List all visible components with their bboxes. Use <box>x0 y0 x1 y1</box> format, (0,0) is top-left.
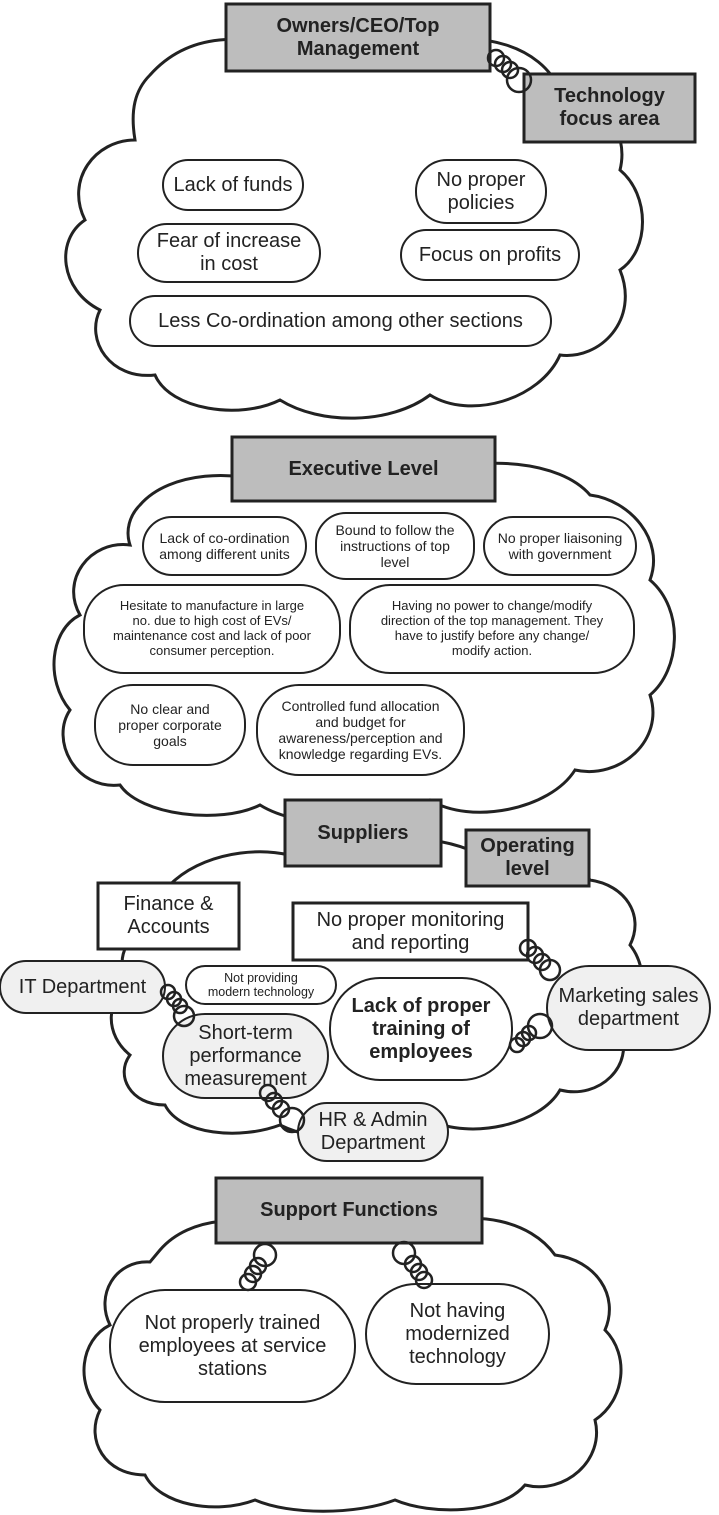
pill-exec-no-power <box>349 584 635 674</box>
chain-link-top <box>486 48 533 94</box>
chain-link-hr <box>258 1083 306 1134</box>
suppliers-header-box <box>283 798 443 868</box>
modern-technology-label: Not providing modern technology <box>207 970 315 999</box>
it-department-label: IT Department <box>18 975 147 998</box>
pill-lack-of-training <box>329 977 513 1081</box>
top-item-less-coordination: Less Co-ordination among other sections <box>158 309 523 332</box>
pill-short-term <box>162 1013 329 1099</box>
pill-modern-technology <box>185 965 337 1005</box>
pill-focus-on-profits <box>400 229 580 281</box>
pill-less-coordination <box>129 295 552 347</box>
pill-hr-admin <box>297 1102 449 1162</box>
exec-item-liaisoning: No proper liaisoning with government <box>497 529 623 562</box>
technology-focus-header-box <box>522 72 697 144</box>
executive-header-box <box>230 435 497 503</box>
pill-exec-coordination <box>142 516 307 576</box>
pill-exec-hesitate <box>83 584 341 674</box>
top-item-fear-of-increase: Fear of increase in cost <box>156 230 302 275</box>
exec-item-hesitate: Hesitate to manufacture in large no. due… <box>112 598 311 658</box>
operating-level-header: Operating level <box>480 835 575 880</box>
chain-link-it <box>159 983 196 1028</box>
pill-exec-goals <box>94 684 246 766</box>
pill-exec-bound <box>315 512 475 580</box>
support-header-box <box>214 1176 484 1245</box>
pill-exec-liaisoning <box>483 516 637 576</box>
chain-link-support-right <box>391 1240 434 1290</box>
top-item-focus-on-profits: Focus on profits <box>418 243 562 266</box>
operating-level-header-box <box>464 828 591 888</box>
short-term-label: Short-term performance measurement <box>184 1021 307 1090</box>
executive-header: Executive Level <box>288 457 439 480</box>
lack-of-training-label: Lack of proper training of employees <box>351 994 491 1063</box>
monitoring-label: No proper monitoring and reporting <box>316 908 505 954</box>
exec-item-fund: Controlled fund allocation and budget fo… <box>278 697 443 763</box>
top-management-header-box <box>224 2 492 73</box>
support-item-not-trained: Not properly trained employees at servic… <box>138 1311 327 1380</box>
monitoring-box <box>291 901 530 962</box>
finance-accounts-box <box>96 881 241 951</box>
pill-exec-fund <box>256 684 465 776</box>
pill-no-proper-policies <box>415 159 547 224</box>
chain-link-marketing <box>508 1012 554 1054</box>
technology-focus-header: Technology focus area <box>554 85 665 130</box>
pill-not-modernized <box>365 1283 550 1385</box>
suppliers-header: Suppliers <box>317 821 409 844</box>
exec-item-no-power: Having no power to change/modify directi… <box>380 598 604 658</box>
support-item-not-modernized: Not having modernized technology <box>405 1299 510 1368</box>
finance-accounts-label: Finance & Accounts <box>123 893 214 938</box>
hr-admin-label: HR & Admin Department <box>318 1109 428 1154</box>
pill-marketing-sales <box>546 965 711 1051</box>
top-item-lack-of-funds: Lack of funds <box>173 173 293 196</box>
support-header: Support Functions <box>260 1199 438 1221</box>
chain-link-monitoring <box>518 938 562 982</box>
top-management-header: Owners/CEO/Top Management <box>276 14 440 60</box>
pill-fear-of-increase <box>137 223 321 283</box>
exec-item-goals: No clear and proper corporate goals <box>118 700 222 750</box>
marketing-sales-label: Marketing sales department <box>558 985 699 1030</box>
pill-not-trained <box>109 1289 356 1403</box>
chain-link-support-left <box>238 1242 278 1292</box>
top-item-no-proper-policies: No proper policies <box>436 168 526 214</box>
exec-item-bound: Bound to follow the instructions of top … <box>335 521 455 571</box>
pill-lack-of-funds <box>162 159 304 211</box>
exec-item-coordination: Lack of co-ordination among different un… <box>159 529 290 562</box>
